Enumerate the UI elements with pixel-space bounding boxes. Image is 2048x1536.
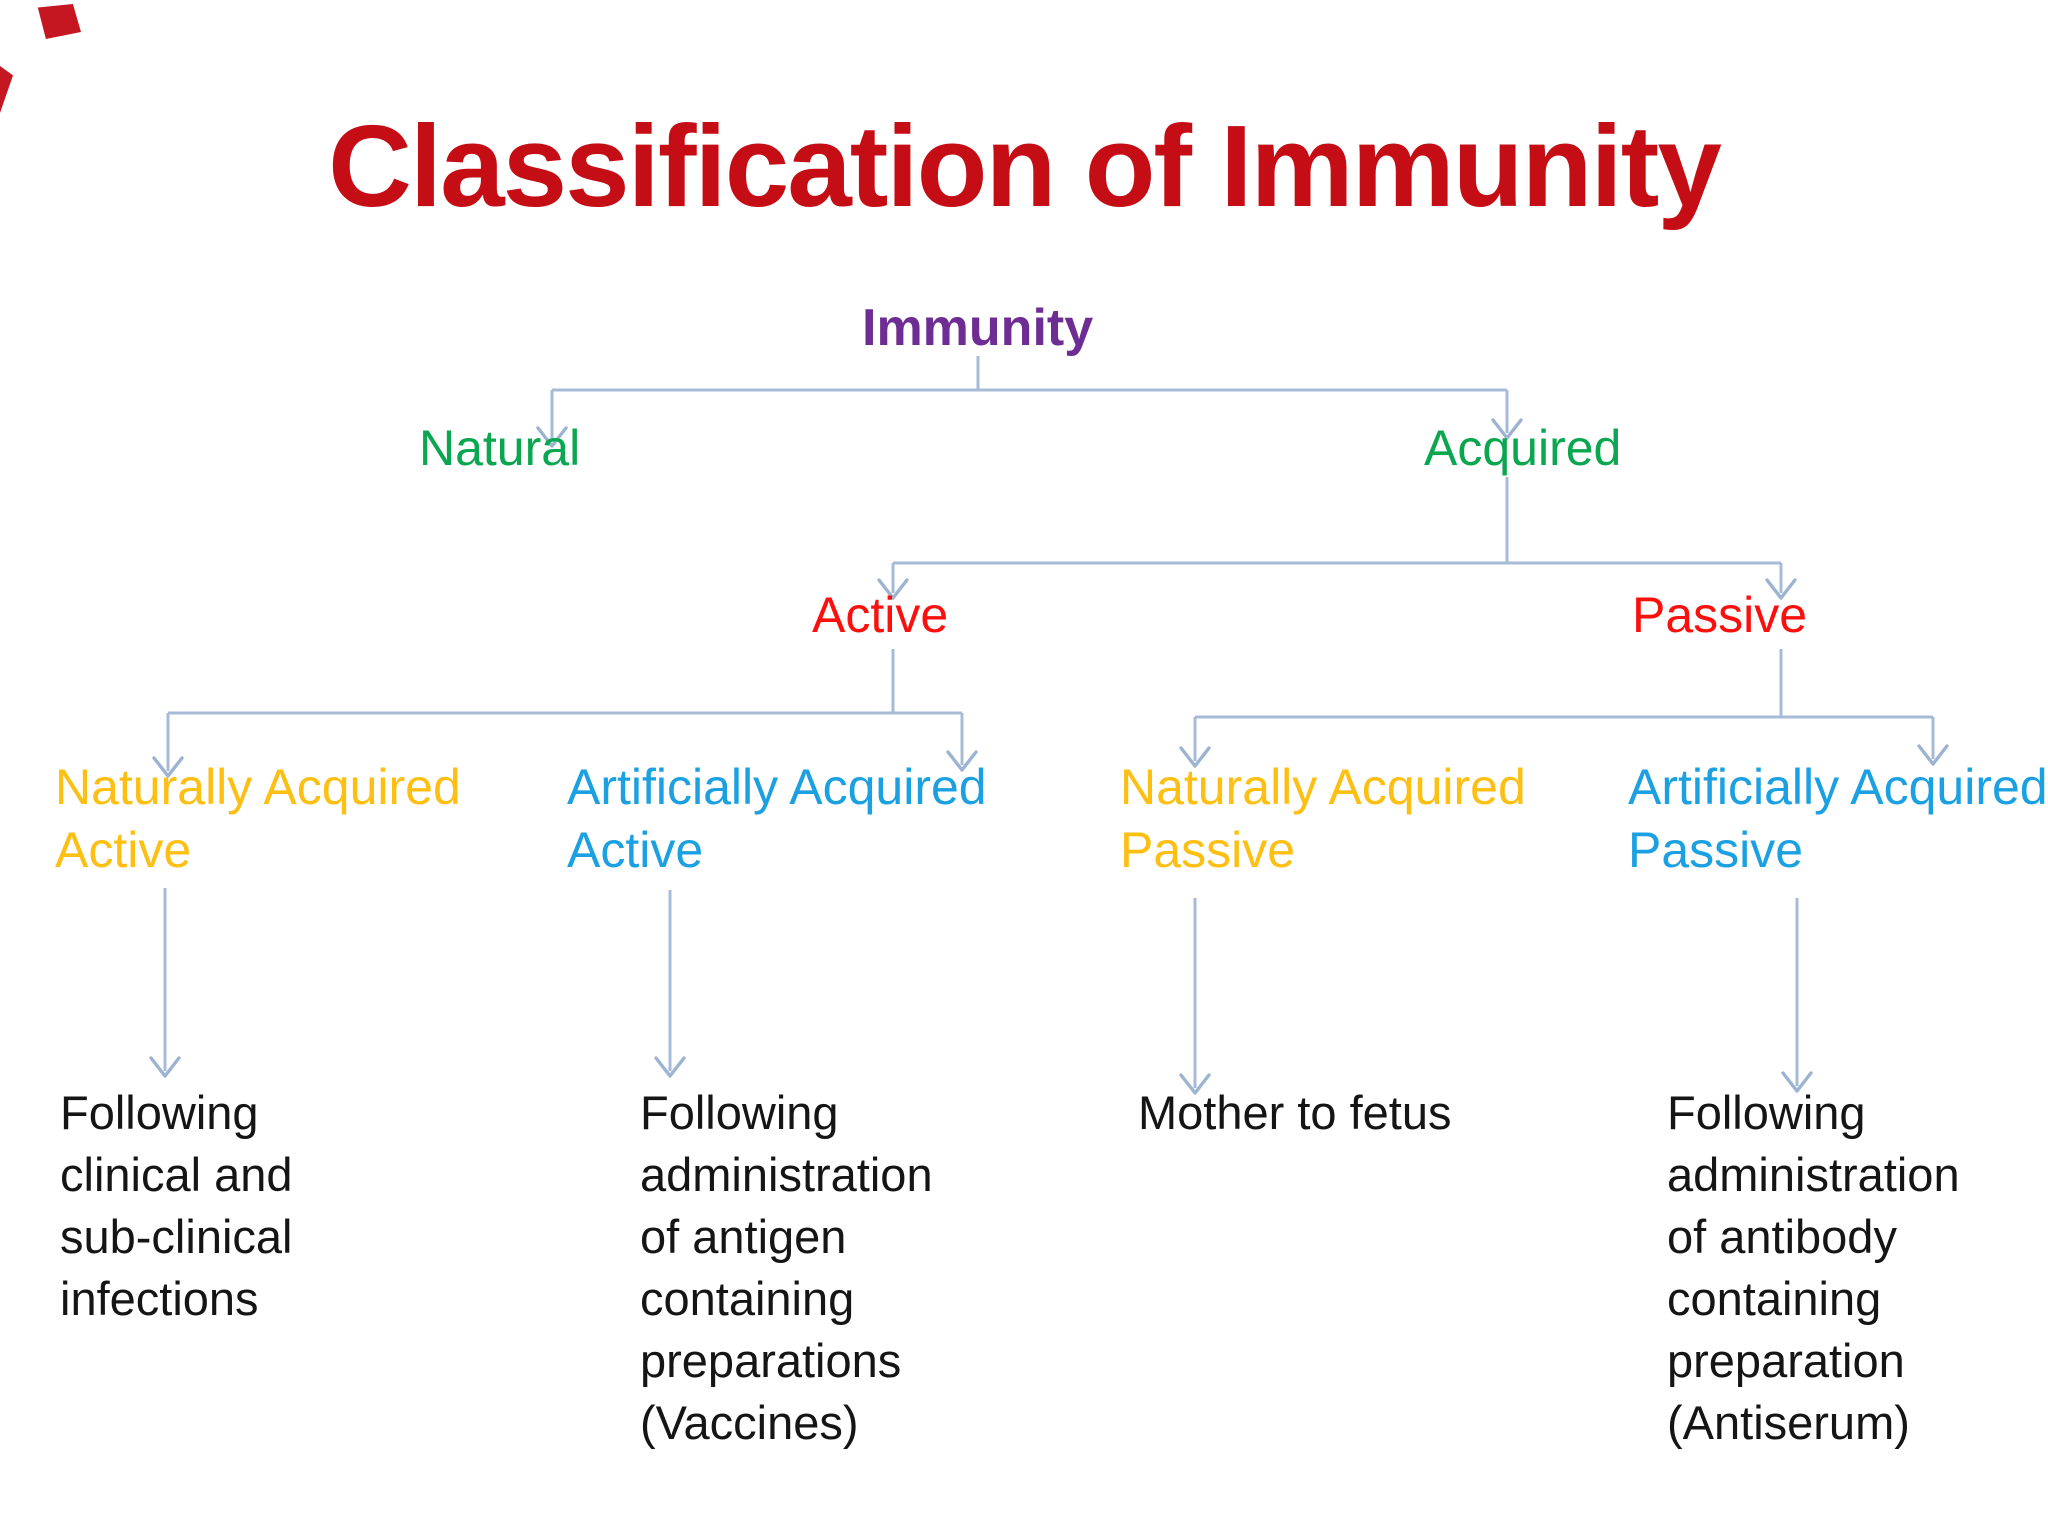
node-natural: Natural [419, 420, 581, 476]
node-active: Active [812, 587, 949, 643]
red-corner-fragment-top [37, 4, 81, 39]
node-label-line1: Artificially Acquired [567, 759, 987, 815]
node-passive: Passive [1632, 587, 1808, 643]
page-title: Classification of Immunity [328, 101, 1722, 231]
node-artificially-acquired-active: Artificially Acquired Active [567, 756, 987, 882]
arrowhead-description-2-icon [654, 1056, 686, 1078]
node-label-line1: Artificially Acquired [1628, 759, 2048, 815]
node-label-line1: Naturally Acquired [55, 759, 461, 815]
connector-passive-children [1195, 649, 1933, 719]
description-artificially-acquired-active: Following administration of antigen cont… [640, 1086, 933, 1449]
connector-active-children [168, 649, 962, 715]
node-label-line1: Naturally Acquired [1120, 759, 1526, 815]
description-naturally-acquired-active: Following clinical and sub-clinical infe… [60, 1086, 293, 1325]
node-immunity: Immunity [862, 299, 1094, 357]
node-label-line2: Passive [1628, 822, 1804, 878]
node-naturally-acquired-passive: Naturally Acquired Passive [1120, 756, 1526, 882]
description-artificially-acquired-passive: Following administration of antibody con… [1667, 1086, 1960, 1449]
node-label-line2: Active [567, 822, 704, 878]
connector-acquired-children [893, 477, 1781, 565]
node-naturally-acquired-active: Naturally Acquired Active [55, 756, 461, 882]
connector-immunity-children [552, 356, 1507, 392]
node-label-line2: Passive [1120, 822, 1296, 878]
node-label-line2: Active [55, 822, 192, 878]
node-artificially-acquired-passive: Artificially Acquired Passive [1628, 756, 2048, 882]
arrowhead-description-1-icon [149, 1056, 181, 1078]
node-acquired: Acquired [1424, 420, 1622, 476]
description-naturally-acquired-passive: Mother to fetus [1138, 1086, 1452, 1139]
